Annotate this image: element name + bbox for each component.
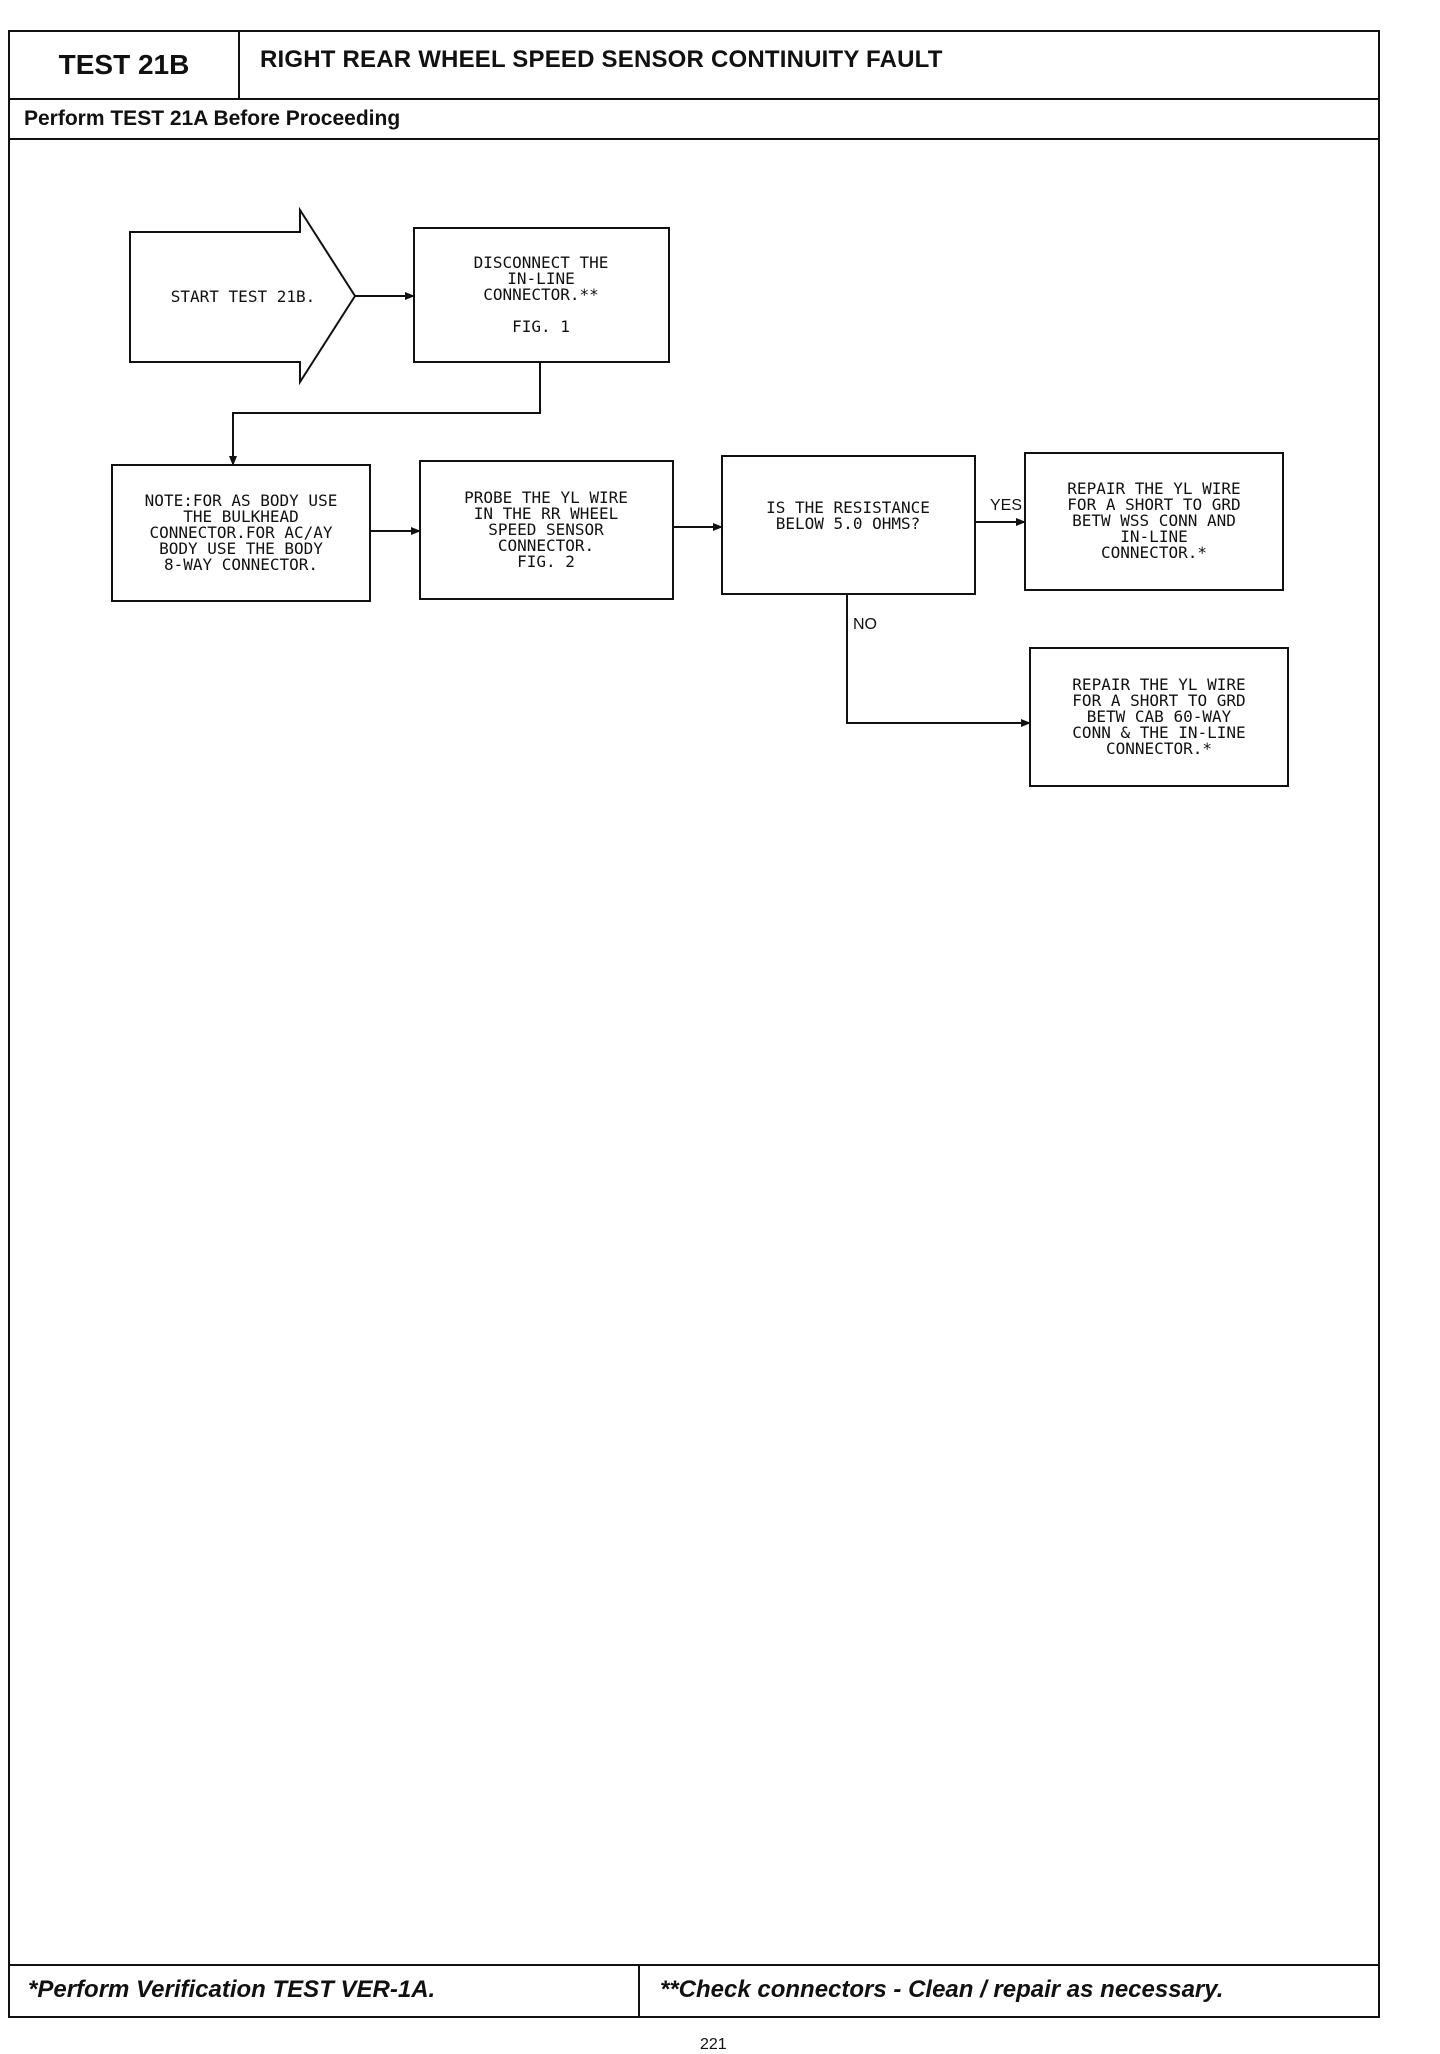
flowchart-text-line: START TEST 21B. xyxy=(171,287,316,306)
flowchart-text-line: CONNECTOR. xyxy=(498,536,594,555)
page-number: 221 xyxy=(700,2036,727,2053)
decision-no-arrow xyxy=(846,594,1031,727)
flowchart-text-line: BELOW 5.0 OHMS? xyxy=(776,514,921,533)
footer-right-cell: **Check connectors - Clean / repair as n… xyxy=(640,1966,1378,2016)
flowchart-text-line: FOR A SHORT TO GRD xyxy=(1067,495,1240,514)
prerequisite-note: Perform TEST 21A Before Proceeding xyxy=(24,107,401,130)
test-id: TEST 21B xyxy=(10,32,240,98)
flowchart-text-line: IN-LINE xyxy=(1120,527,1187,546)
flowchart-text-line: 8-WAY CONNECTOR. xyxy=(164,555,318,574)
flowchart-text-line: FIG. 2 xyxy=(517,552,575,571)
flowchart-text-line: THE BULKHEAD xyxy=(183,507,299,526)
flowchart-text-line: CONNECTOR.FOR AC/AY xyxy=(149,523,332,542)
flowchart-text-line: CONNECTOR.* xyxy=(1101,543,1207,562)
note-box xyxy=(111,464,371,602)
subtitle-row: Perform TEST 21A Before Proceeding xyxy=(10,100,1378,140)
flowchart-text-line: IS THE RESISTANCE xyxy=(766,498,930,517)
test-title: RIGHT REAR WHEEL SPEED SENSOR CONTINUITY… xyxy=(260,46,943,73)
flowchart-text-line: SPEED SENSOR xyxy=(488,520,604,539)
start-label: START TEST 21B. xyxy=(171,287,316,306)
flowchart-text-line: FOR A SHORT TO GRD xyxy=(1072,691,1245,710)
flowchart-text-line: FIG. 1 xyxy=(512,317,570,336)
flowchart-text-line: BETW CAB 60-WAY xyxy=(1087,707,1232,726)
flowchart-text-line: IN-LINE xyxy=(507,269,574,288)
flowchart-text-line: BODY USE THE BODY xyxy=(159,539,323,558)
page-frame: TEST 21B RIGHT REAR WHEEL SPEED SENSOR C… xyxy=(8,30,1380,2018)
header-row: TEST 21B RIGHT REAR WHEEL SPEED SENSOR C… xyxy=(10,32,1378,100)
flowchart-text-line: CONNECTOR.** xyxy=(483,285,599,304)
disconnect-to-note-arrow xyxy=(229,362,541,466)
flowchart-text-line: REPAIR THE YL WIRE xyxy=(1072,675,1245,694)
flowchart-text-line: CONN & THE IN-LINE xyxy=(1072,723,1245,742)
repair-no-box xyxy=(1029,647,1289,787)
flowchart-text-line: REPAIR THE YL WIRE xyxy=(1067,479,1240,498)
no-label: NO xyxy=(853,616,877,633)
connector-note: **Check connectors - Clean / repair as n… xyxy=(660,1976,1224,2003)
start-arrow-shape xyxy=(129,206,357,386)
footer-left-cell: *Perform Verification TEST VER-1A. xyxy=(10,1966,640,2016)
flowchart-text-line: BETW WSS CONN AND xyxy=(1072,511,1236,530)
verification-note: *Perform Verification TEST VER-1A. xyxy=(28,1976,436,2003)
flowchart-text-line: DISCONNECT THE xyxy=(474,253,609,272)
flowchart-text-line: PROBE THE YL WIRE xyxy=(464,488,628,507)
flowchart-text-line: IN THE RR WHEEL xyxy=(474,504,619,523)
flowchart-text-line: CONNECTOR.* xyxy=(1106,739,1212,758)
flowchart-text-line: NOTE:FOR AS BODY USE xyxy=(145,491,338,510)
footer-row: *Perform Verification TEST VER-1A. **Che… xyxy=(10,1964,1378,2016)
yes-label: YES xyxy=(990,497,1022,514)
